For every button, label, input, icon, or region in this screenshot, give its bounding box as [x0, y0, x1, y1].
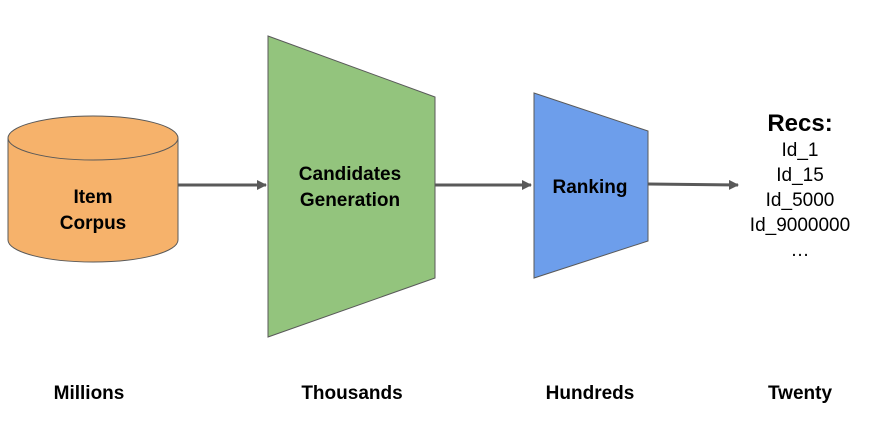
arrow-ranking-to-recs	[647, 179, 739, 190]
ranking-label: Ranking	[553, 177, 628, 198]
cylinder-body	[7, 138, 179, 263]
corpus-label-line2: Corpus	[60, 213, 127, 234]
cylinder-top	[7, 115, 179, 161]
scale-label-thousands: Thousands	[301, 383, 402, 404]
candidates-trapezoid	[267, 35, 436, 338]
scale-label-millions: Millions	[54, 383, 125, 404]
candidates-generation-block: Candidates Generation	[267, 35, 436, 338]
candidates-label-line2: Generation	[300, 190, 400, 211]
recs-item: …	[791, 240, 810, 261]
scale-label-hundreds: Hundreds	[546, 383, 635, 404]
scale-label-twenty: Twenty	[768, 383, 832, 404]
recs-title: Recs:	[767, 110, 832, 137]
item-corpus-cylinder: Item Corpus	[7, 115, 179, 263]
recs-list: Recs: Id_1 Id_15 Id_5000 Id_9000000 …	[750, 110, 850, 261]
ranking-block: Ranking	[533, 92, 649, 279]
candidates-label-line1: Candidates	[299, 164, 401, 185]
recs-item: Id_15	[776, 165, 824, 186]
recs-item: Id_9000000	[750, 215, 850, 236]
recs-item: Id_1	[782, 140, 819, 161]
corpus-label-line1: Item	[73, 187, 112, 208]
ranking-trapezoid	[533, 92, 649, 279]
recs-item: Id_5000	[766, 190, 835, 211]
